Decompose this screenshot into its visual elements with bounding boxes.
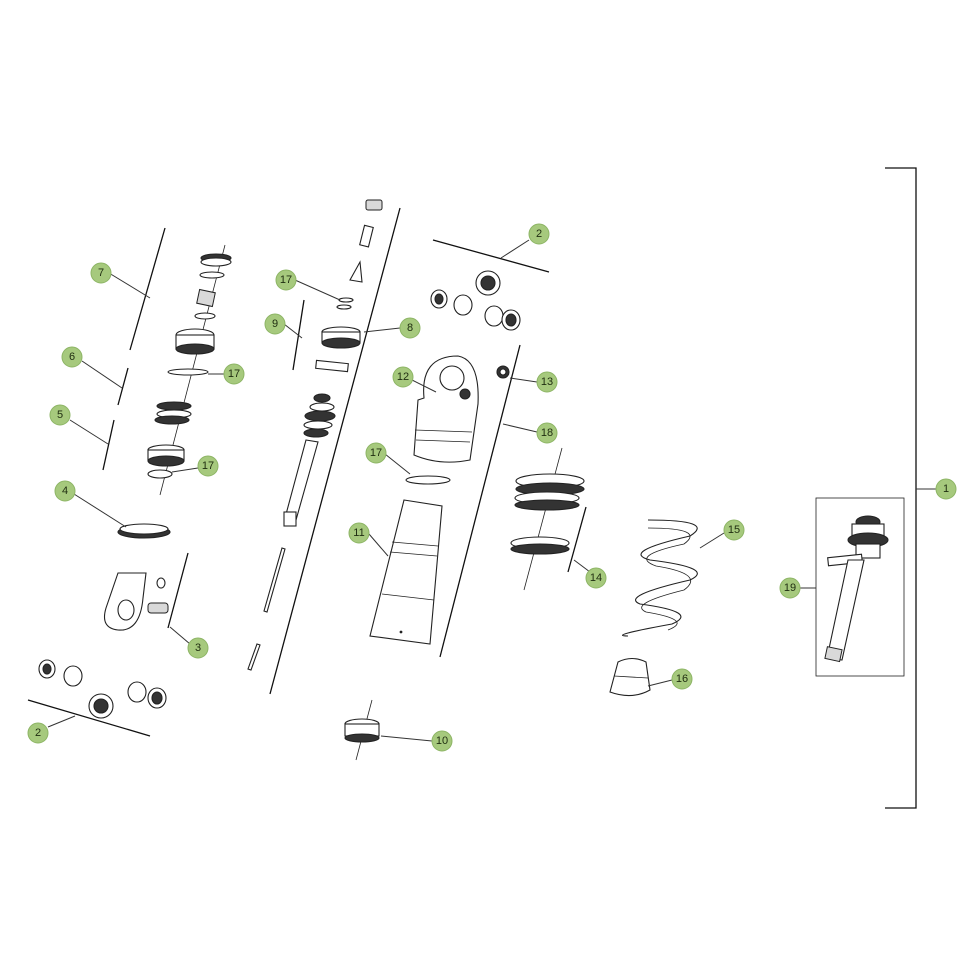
damper-rod [247,393,336,671]
eyelet-3 [103,572,169,631]
bushings-2b [38,659,167,719]
body-12 [413,355,479,463]
cap-10 [344,718,380,743]
o-ring-17b [167,368,209,376]
callout-17-top[interactable]: 17 [275,269,297,291]
valve-13 [496,365,510,379]
bump-stop-16 [609,657,651,697]
axis-2a [432,239,550,273]
leader-8 [363,327,401,333]
inset-box-19 [815,497,905,677]
svg-text:4: 4 [62,485,68,497]
svg-text:5: 5 [57,409,63,421]
leader-13 [509,377,538,383]
axis-2b [27,699,151,737]
svg-text:2: 2 [536,228,542,240]
leader-2a [500,239,530,259]
callout-9[interactable]: 9 [264,313,286,335]
o-ring-17d [405,475,451,485]
svg-text:9: 9 [272,318,278,330]
svg-text:14: 14 [590,572,602,584]
leader-17a [294,279,341,301]
leader-17d [384,453,411,475]
callout-17-middle[interactable]: 17 [365,442,387,464]
callout-18[interactable]: 18 [536,422,558,444]
callout-19[interactable]: 19 [779,577,801,599]
callout-14[interactable]: 14 [585,567,607,589]
leader-5 [69,419,109,445]
callout-13[interactable]: 13 [536,371,558,393]
callout-1[interactable]: 1 [935,478,957,500]
svg-text:17: 17 [370,447,382,459]
axis-14 [567,506,587,573]
leader-3 [169,626,191,645]
top-small-parts [336,199,383,310]
svg-text:8: 8 [407,322,413,334]
svg-text:17: 17 [280,274,292,286]
callout-12[interactable]: 12 [392,366,414,388]
axis-3 [167,552,189,629]
axis-18 [439,344,521,658]
leader-16 [647,679,673,687]
callout-8[interactable]: 8 [399,317,421,339]
axis-5 [102,419,115,471]
leader-10 [380,735,433,742]
callout-6[interactable]: 6 [61,346,83,368]
parts-7 [175,253,232,355]
leader-12 [411,379,437,393]
leader-9 [283,323,303,339]
axis-main-rod [269,207,401,695]
svg-text:12: 12 [397,371,409,383]
complete-damper-19 [824,515,889,663]
leader-6 [81,360,123,389]
callout-17-upper-left[interactable]: 17 [223,363,245,385]
coil-spring-15 [622,519,698,637]
svg-text:10: 10 [436,735,448,747]
leader-17c [171,467,199,473]
callout-5[interactable]: 5 [49,404,71,426]
leader-2b [47,715,76,728]
leader-14 [573,559,591,573]
parts-6 [154,401,192,425]
callout-2-top[interactable]: 2 [528,223,550,245]
bushings-2a [430,270,521,331]
svg-text:15: 15 [728,524,740,536]
svg-text:6: 6 [69,351,75,363]
piston-8 [315,326,361,373]
svg-text:19: 19 [784,582,796,594]
svg-text:18: 18 [541,427,553,439]
centerline-right [523,447,563,591]
parts-5 [147,444,185,479]
svg-text:3: 3 [195,642,201,654]
svg-text:17: 17 [202,460,214,472]
leader-11 [368,533,389,557]
assembly-bracket [885,167,917,809]
svg-text:7: 7 [98,267,104,279]
callout-3[interactable]: 3 [187,637,209,659]
svg-text:1: 1 [943,483,949,495]
axis-7 [129,227,166,351]
svg-text:17: 17 [228,368,240,380]
svg-text:11: 11 [353,527,364,539]
leader-15 [699,532,725,549]
callout-11[interactable]: 11 [348,522,370,544]
callout-10[interactable]: 10 [431,730,453,752]
callout-16[interactable]: 16 [671,668,693,690]
leader-7 [108,272,151,299]
callout-15[interactable]: 15 [723,519,745,541]
callout-2-bottom[interactable]: 2 [27,722,49,744]
reservoir-11 [369,499,443,645]
callout-17-lower-left[interactable]: 17 [197,455,219,477]
svg-text:2: 2 [35,727,41,739]
leader-4 [73,493,127,528]
svg-text:16: 16 [676,673,688,685]
washer-4 [117,523,171,539]
axis-6 [117,367,129,406]
collars-14 [510,473,585,555]
leader-18 [502,423,538,433]
svg-text:13: 13 [541,376,553,388]
callout-7[interactable]: 7 [90,262,112,284]
callout-4[interactable]: 4 [54,480,76,502]
